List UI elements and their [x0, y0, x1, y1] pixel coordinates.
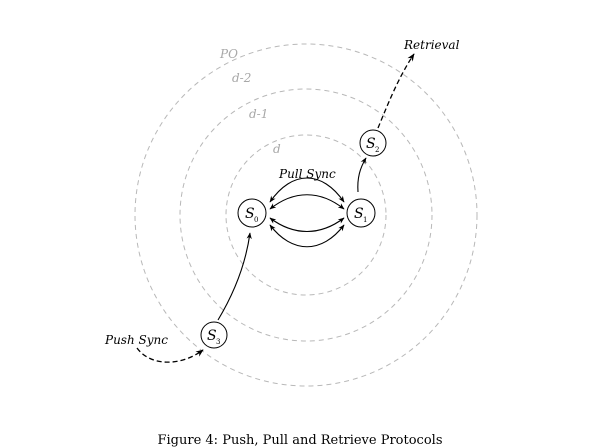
- retrieval-dashed-arrow: [377, 53, 415, 129]
- node-s1: S 1: [346, 198, 376, 228]
- ring-label-po: PO: [219, 47, 238, 61]
- node-s1-subscript: 1: [363, 216, 367, 224]
- retrieve-path-arrow-s1-s2: [357, 157, 367, 193]
- figure-caption: Figure 4: Push, Pull and Retrieve Protoc…: [157, 433, 443, 448]
- ring-label-d-1: d-1: [249, 107, 268, 121]
- pull-sync-label: Pull Sync: [278, 167, 336, 181]
- pull-sync-arrow-inner-bottom: [269, 217, 345, 233]
- node-s0-label: S: [245, 206, 255, 222]
- push-sync-label: Push Sync: [104, 333, 168, 347]
- pull-sync-arrow-outer-bottom: [269, 224, 345, 248]
- push-path-arrow-s3-s0: [217, 232, 252, 321]
- ring-d: [225, 134, 387, 296]
- node-s3-label: S: [207, 328, 217, 344]
- node-s3: S 3: [200, 321, 228, 349]
- ring-d-2: [134, 43, 478, 387]
- node-s3-subscript: 3: [216, 338, 220, 346]
- node-s2-subscript: 2: [375, 146, 379, 154]
- node-s0-subscript: 0: [254, 216, 258, 224]
- push-sync-dashed-arrow: [136, 347, 204, 363]
- node-s2: S 2: [359, 129, 387, 157]
- node-s1-label: S: [354, 206, 364, 222]
- pull-sync-arrow-inner-top: [269, 194, 345, 210]
- node-s0: S 0: [237, 198, 267, 228]
- retrieval-label: Retrieval: [403, 38, 460, 52]
- node-s2-label: S: [366, 136, 376, 152]
- ring-d-1: [179, 88, 433, 342]
- ring-label-d-2: d-2: [232, 71, 251, 85]
- ring-label-d: d: [273, 142, 281, 156]
- pull-sync-arrow-outer-top: [269, 177, 345, 203]
